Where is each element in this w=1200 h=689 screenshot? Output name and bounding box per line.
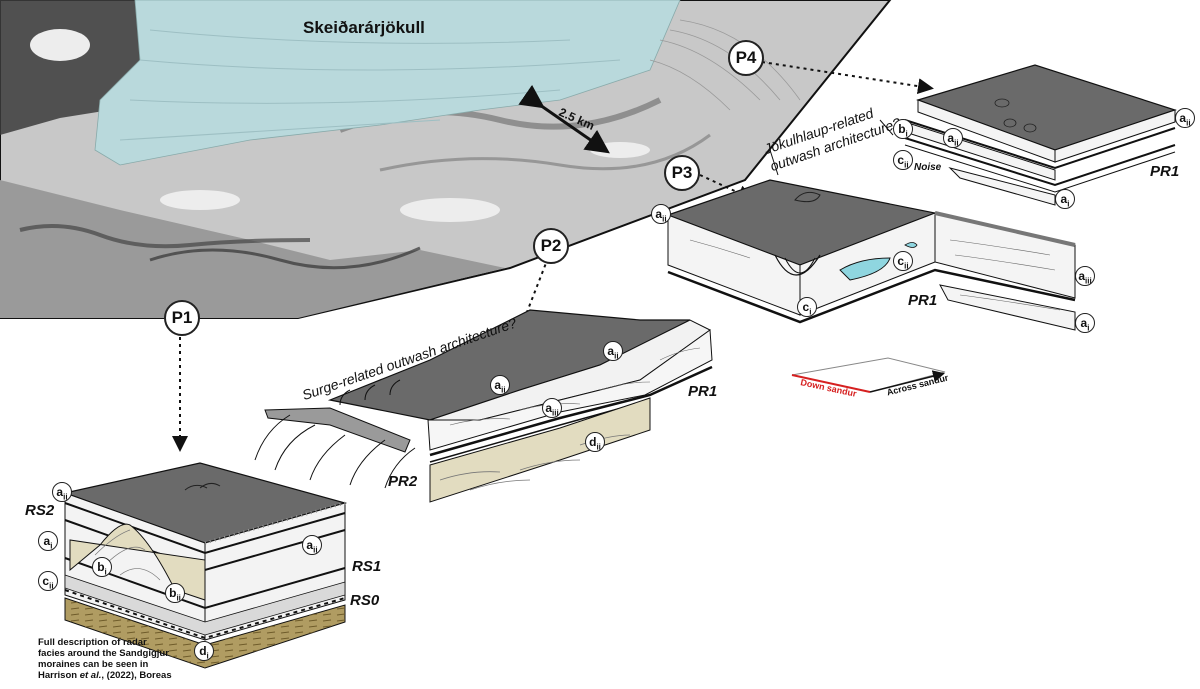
surface-p3-pr1: PR1 [908, 292, 938, 309]
block-p4 [904, 64, 1177, 206]
block-p3 [666, 179, 1076, 331]
facies-p1-di: di [194, 641, 214, 661]
node-p3: P3 [664, 155, 700, 191]
facies-p4-bi: bi [893, 119, 913, 139]
facies-p1-bi: bi [92, 557, 112, 577]
across-sandur-arrow [869, 370, 945, 393]
noise-label: Noise [914, 162, 942, 173]
facies-p3-aiii: aiii [1075, 266, 1095, 286]
surface-rs0: RS0 [350, 592, 380, 609]
surface-rs2: RS2 [25, 502, 55, 519]
dem-map [0, 0, 892, 319]
connector-jokulhlaup-r [879, 119, 894, 136]
scale-arrow [518, 84, 610, 154]
facies-p3-cii: cii [893, 251, 913, 271]
facies-p1-bii: bii [165, 583, 185, 603]
facies-p3-ci: ci [797, 297, 817, 317]
node-p4: P4 [728, 40, 764, 76]
facies-p4-aii-front: aii [943, 128, 963, 148]
facies-p4-ai: ai [1055, 189, 1075, 209]
footnote-line-2: facies around the Sandgigjur [38, 648, 169, 659]
facies-p2-aii-lower: aii [490, 375, 510, 395]
block-p2 [254, 309, 713, 503]
facies-p1-aii-right: aii [302, 535, 322, 555]
footnote: Full description of radar facies around … [38, 637, 208, 681]
node-p1: P1 [164, 300, 200, 336]
surface-p4-pr1: PR1 [1150, 163, 1180, 180]
facies-p2-dii: dii [585, 432, 605, 452]
connector-p3 [699, 174, 754, 201]
facies-p4-cii: cii [893, 150, 913, 170]
connector-jokulhlaup [769, 149, 779, 176]
facies-p1-cii: cii [38, 571, 58, 591]
facies-p4-aii-right: aii [1175, 108, 1195, 128]
facies-p3-aii: aii [651, 204, 671, 224]
facies-p3-ai: ai [1075, 313, 1095, 333]
footnote-line-4: Harrison et al., (2022), Boreas [38, 670, 172, 681]
connector-p4 [761, 61, 934, 95]
footnote-line-1: Full description of radar [38, 637, 147, 648]
facies-p1-ai: ai [38, 531, 58, 551]
glacier-name: Skeiðarárjökull [303, 18, 425, 37]
node-p2: P2 [533, 228, 569, 264]
orientation-compass [791, 357, 946, 393]
footnote-line-3: moraines can be seen in [38, 659, 149, 670]
facies-p2-aiii: aiii [542, 398, 562, 418]
down-sandur-arrow [791, 374, 871, 393]
facies-p1-aii-top: aii [52, 482, 72, 502]
surface-p2-pr1: PR1 [688, 383, 718, 400]
facies-p2-aii-upper: aii [603, 341, 623, 361]
surface-pr2: PR2 [388, 473, 418, 490]
surface-rs1: RS1 [352, 558, 382, 575]
